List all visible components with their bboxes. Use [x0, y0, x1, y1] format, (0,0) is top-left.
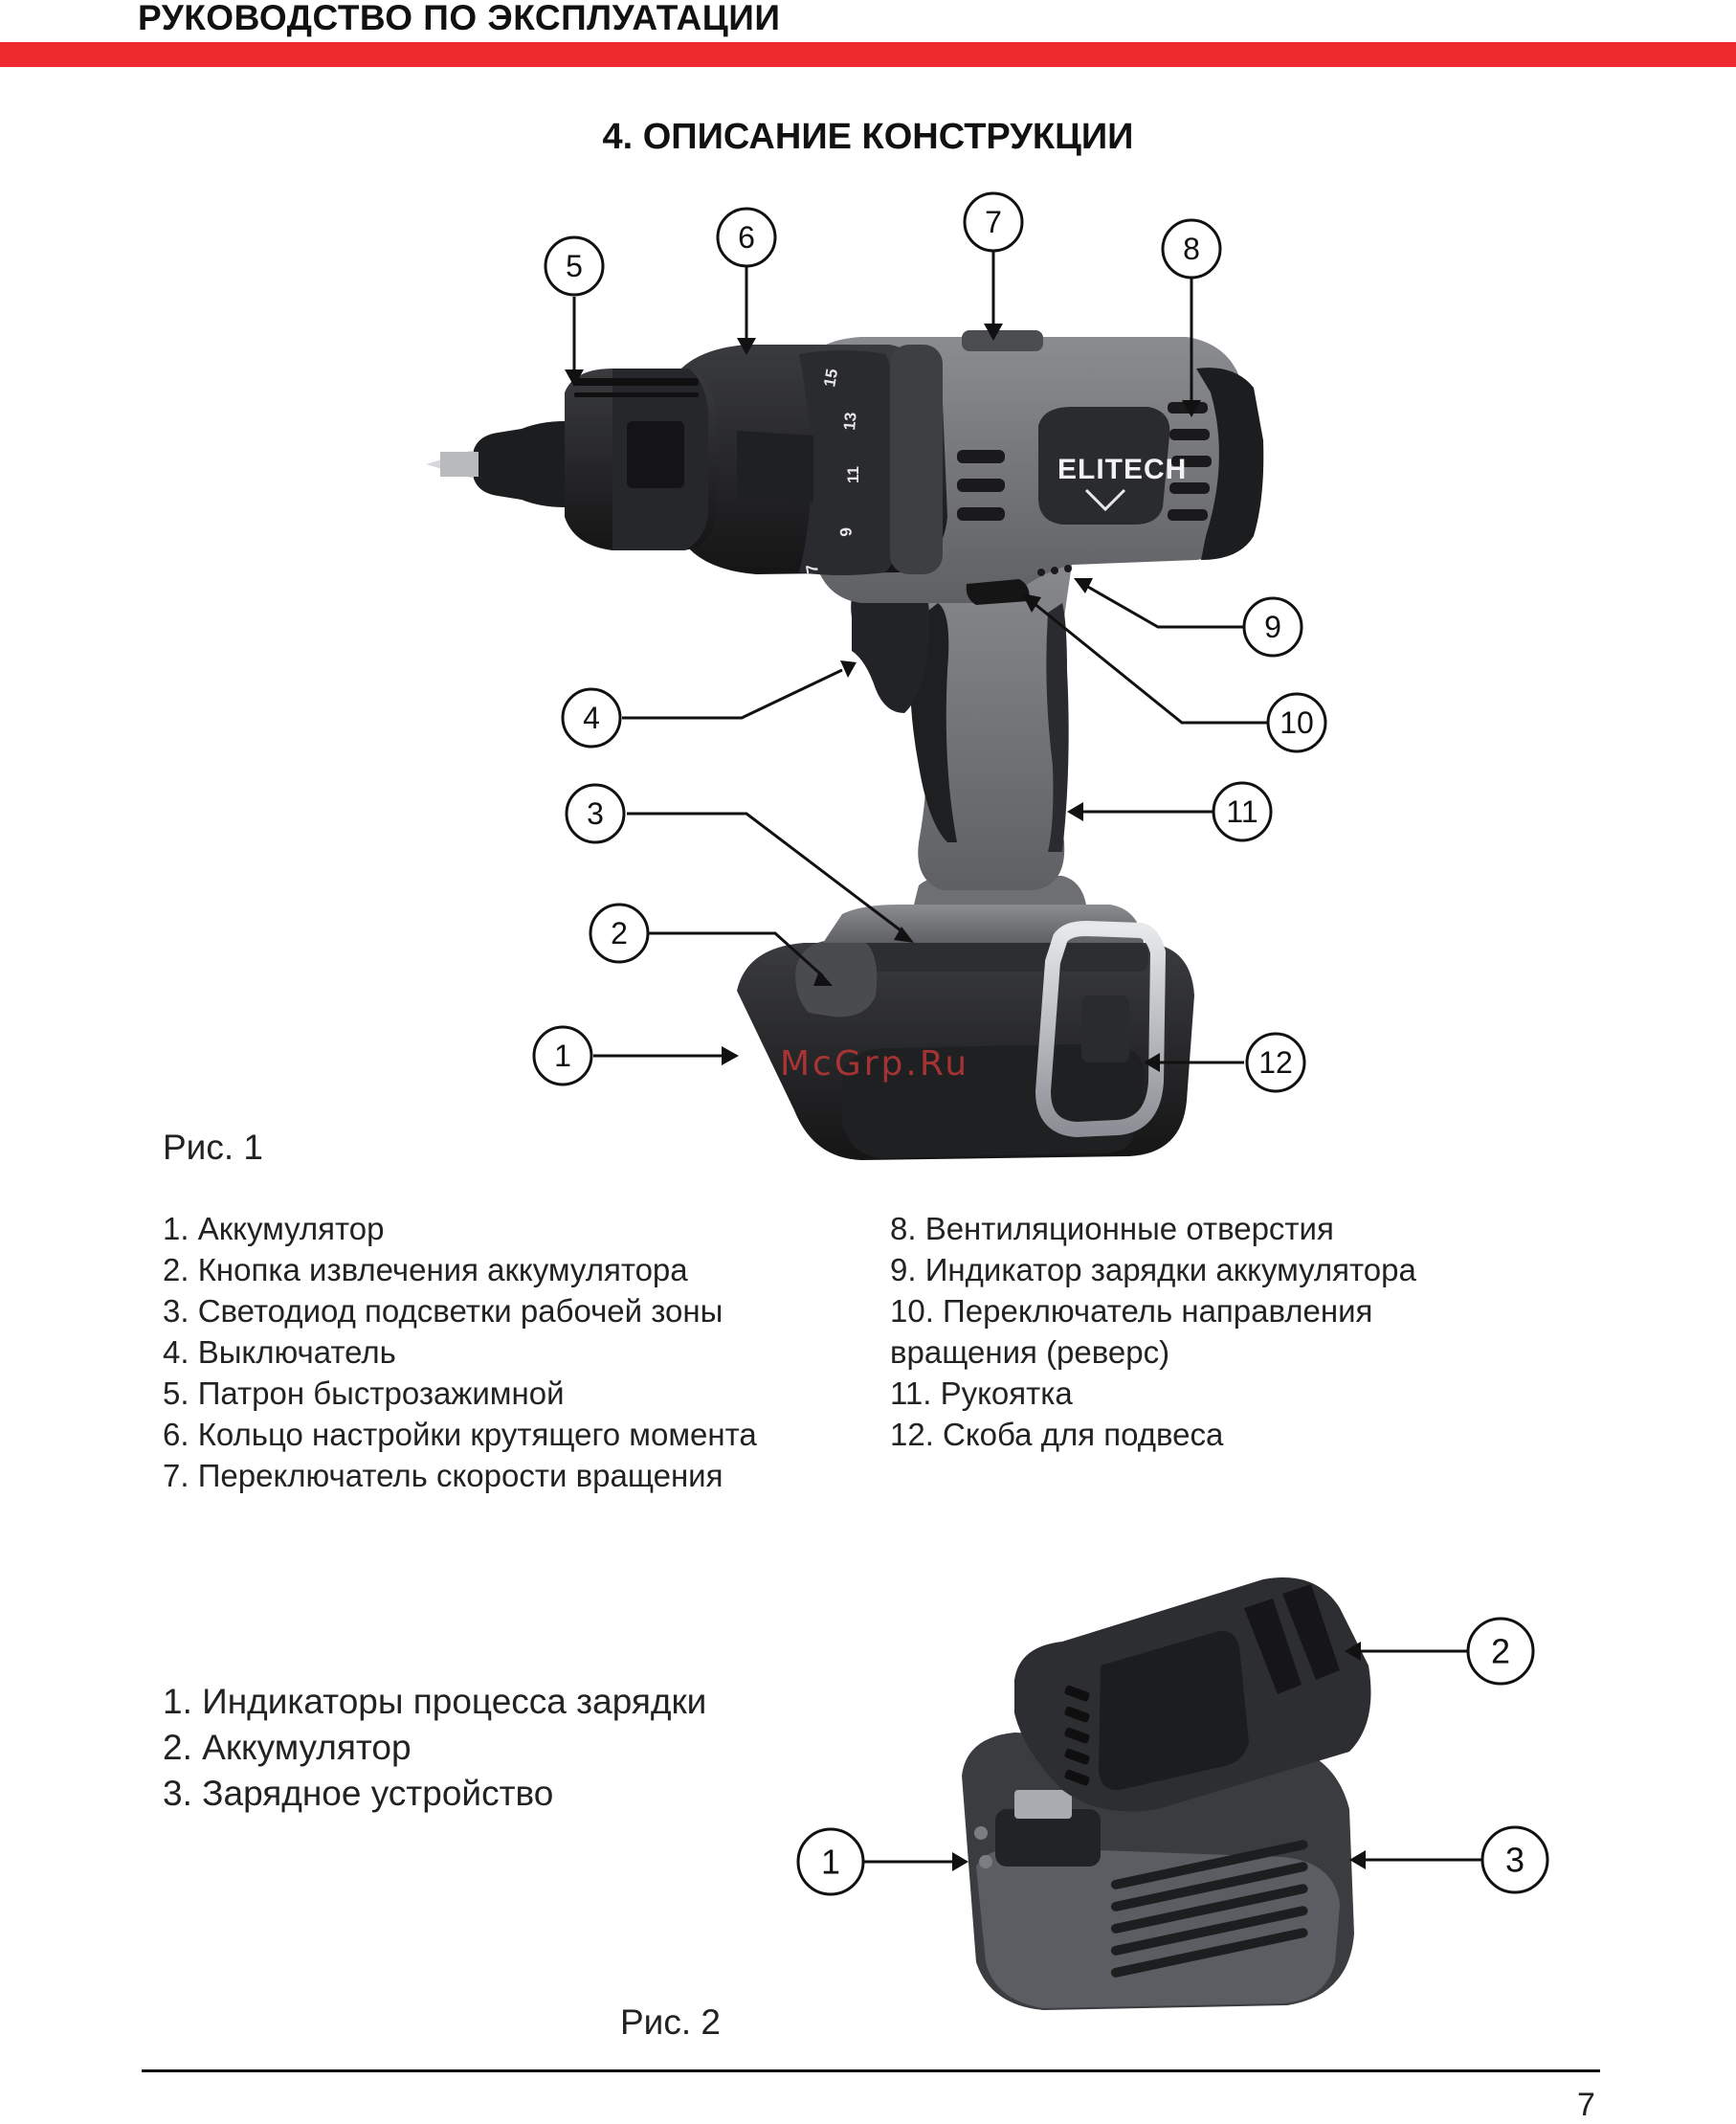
legend-item: 7. Переключатель скорости вращения — [163, 1458, 723, 1493]
charge-indicators — [974, 1826, 992, 1868]
figure2-callouts: 1 2 3 — [796, 1617, 1549, 1896]
svg-text:7: 7 — [803, 563, 822, 575]
keyless-chuck — [426, 369, 716, 550]
legend-item: 8. Вентиляционные отверстия — [890, 1211, 1334, 1246]
callout-1: 1 — [532, 1025, 593, 1086]
legend-item: 3. Зарядное устройство — [163, 1774, 554, 1813]
page-number: 7 — [1577, 2087, 1595, 2123]
legend-item: 11. Рукоятка — [890, 1375, 1073, 1411]
brand-logo-text: ELITECH — [1057, 454, 1187, 485]
svg-text:5: 5 — [566, 249, 583, 283]
svg-text:2: 2 — [1491, 1632, 1510, 1671]
figure2-caption: Рис. 2 — [620, 2002, 721, 2042]
drill-trigger — [851, 572, 930, 713]
figure1-leader-lines — [565, 251, 1268, 1072]
figure1-caption: Рис. 1 — [163, 1128, 263, 1167]
svg-text:3: 3 — [1505, 1841, 1525, 1880]
drill-handle — [910, 536, 1077, 890]
figure2-legend: 1. Индикаторы процесса зарядки 2. Аккуму… — [163, 1679, 706, 1817]
legend-item: 4. Выключатель — [163, 1334, 396, 1370]
legend-item: 1. Аккумулятор — [163, 1211, 385, 1246]
svg-text:1: 1 — [821, 1843, 840, 1882]
svg-text:7: 7 — [985, 205, 1002, 239]
drill-illustration: ELITECH 15 13 11 9 7 — [426, 191, 1327, 1160]
footer-rule — [142, 2069, 1600, 2072]
svg-text:9: 9 — [836, 526, 856, 537]
callout-5: 5 — [544, 235, 605, 297]
charger — [962, 1733, 1354, 2010]
svg-text:10: 10 — [1280, 705, 1314, 740]
legend-item: 12. Скоба для подвеса — [890, 1417, 1224, 1452]
svg-text:3: 3 — [587, 796, 604, 831]
svg-text:8: 8 — [1183, 232, 1200, 266]
watermark: McGrp.Ru — [780, 1044, 969, 1084]
charger-battery — [1014, 1577, 1371, 1812]
callout-4: 4 — [561, 687, 622, 749]
direction-switch — [966, 579, 1030, 605]
charge-indicator — [1037, 565, 1072, 576]
callout-11: 11 — [1212, 781, 1273, 842]
callout-1: 1 — [796, 1827, 865, 1896]
legend-item: 1. Индикаторы процесса зарядки — [163, 1682, 707, 1721]
figure1-legend-left: 1. Аккумулятор 2. Кнопка извлечения акку… — [163, 1208, 757, 1496]
document-header-title: РУКОВОДСТВО ПО ЭКСПЛУАТАЦИИ — [138, 0, 781, 37]
legend-item: 3. Светодиод подсветки рабочей зоны — [163, 1293, 723, 1329]
callout-9: 9 — [1242, 596, 1303, 658]
legend-item: 2. Аккумулятор — [163, 1728, 412, 1767]
section-title: 4. ОПИСАНИЕ КОНСТРУКЦИИ — [602, 117, 1134, 157]
battery-release-button — [795, 939, 878, 1017]
svg-text:15: 15 — [820, 368, 841, 389]
legend-item: вращения (реверс) — [890, 1334, 1170, 1370]
legend-item: 9. Индикатор зарядки аккумулятора — [890, 1252, 1416, 1287]
svg-text:4: 4 — [583, 701, 600, 735]
legend-item: 10. Переключатель направления — [890, 1293, 1373, 1329]
figure2-leader-lines — [861, 1642, 1483, 1871]
svg-text:11: 11 — [844, 466, 862, 483]
svg-text:11: 11 — [1226, 794, 1257, 829]
callout-6: 6 — [716, 207, 777, 268]
torque-dial-numbers: 15 13 11 9 7 — [803, 368, 862, 575]
header-red-bar — [0, 42, 1736, 67]
callout-3: 3 — [1480, 1825, 1549, 1894]
legend-item: 6. Кольцо настройки крутящего момента — [163, 1417, 757, 1452]
callout-2: 2 — [1466, 1617, 1535, 1686]
callout-10: 10 — [1266, 692, 1327, 753]
svg-text:6: 6 — [738, 220, 755, 255]
svg-text:2: 2 — [611, 916, 628, 950]
legend-item: 5. Патрон быстрозажимной — [163, 1375, 565, 1411]
speed-switch — [962, 330, 1043, 351]
callout-8: 8 — [1161, 218, 1222, 279]
figure1-callouts: 1 2 3 4 5 6 7 8 9 10 11 12 — [532, 191, 1327, 1093]
svg-text:1: 1 — [554, 1039, 571, 1073]
svg-text:12: 12 — [1258, 1045, 1293, 1080]
battery-level-slots — [1064, 1685, 1090, 1786]
svg-text:13: 13 — [840, 412, 860, 432]
callout-12: 12 — [1245, 1032, 1306, 1093]
legend-item: 2. Кнопка извлечения аккумулятора — [163, 1252, 688, 1287]
callout-7: 7 — [963, 191, 1024, 253]
callout-3: 3 — [565, 783, 626, 844]
callout-2: 2 — [589, 903, 650, 964]
figure1-legend-right: 8. Вентиляционные отверстия 9. Индикатор… — [890, 1208, 1416, 1455]
torque-ring: 15 13 11 9 7 — [670, 345, 947, 575]
belt-clip — [1035, 920, 1167, 1138]
svg-text:9: 9 — [1264, 610, 1281, 644]
